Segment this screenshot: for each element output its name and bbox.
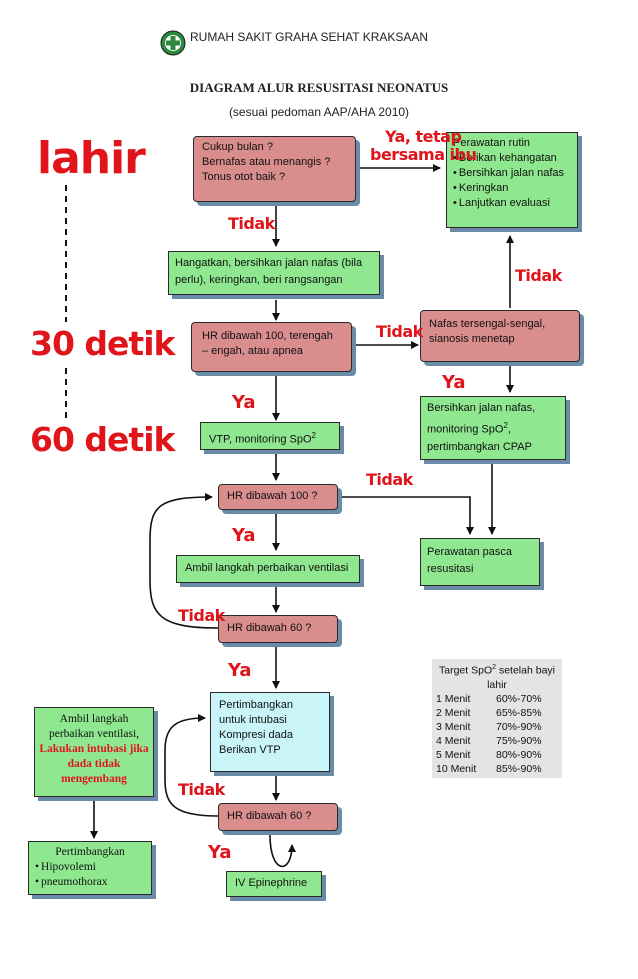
warm-dry-stimulate-text: Hangatkan, bersihkan jalan nafas (bila p…: [175, 257, 363, 286]
hr-below-60-text-1: HR dibawah 60 ?: [227, 622, 312, 634]
left-action-box: Ambil langkah perbaikan ventilasi, Lakuk…: [34, 707, 154, 797]
clear-airway-sup: 2: [503, 421, 508, 430]
intubation-line: Pertimbangkan: [219, 699, 293, 711]
label-no-6: Tidak: [178, 780, 225, 799]
label-yes-5: Ya: [208, 842, 232, 863]
routine-item: Bersihkan jalan nafas: [453, 166, 571, 181]
intubation-line: untuk intubasi: [219, 714, 287, 726]
hr-apnea-text: HR dibawah 100, terengah – engah, atau a…: [202, 330, 333, 357]
epinephrine-box: IV Epinephrine: [226, 871, 322, 897]
initial-assessment-box: Cukup bulan ? Bernafas atau menangis ? T…: [193, 136, 356, 202]
routine-item: Keringkan: [453, 181, 571, 196]
clear-airway-text: Bersihkan jalan nafas, monitoring SpO: [427, 402, 536, 436]
left-action-intubate-text: Lakukan intubasi jika dada tidak mengemb…: [39, 743, 149, 785]
intubation-line: Berikan VTP: [219, 744, 281, 756]
routine-item: Berikan kehangatan: [453, 151, 571, 166]
intubation-line: Kompresi dada: [219, 729, 293, 741]
routine-item: Lanjutkan evaluasi: [453, 196, 571, 211]
label-no-3: Tidak: [376, 322, 423, 341]
label-yes-1: Ya: [442, 372, 466, 393]
timeline-birth: lahir: [37, 133, 146, 184]
epinephrine-text: IV Epinephrine: [235, 877, 308, 889]
labored-breathing-text: Nafas tersengal-sengal, sianosis menetap: [429, 318, 546, 345]
hr-below-100-text: HR dibawah 100 ?: [227, 490, 318, 502]
label-yes-2: Ya: [232, 392, 256, 413]
hr-below-60-text-2: HR dibawah 60 ?: [227, 810, 312, 822]
label-yes-stay-1: Ya, tetap: [384, 127, 462, 146]
left-action-text: Ambil langkah perbaikan ventilasi,: [48, 713, 140, 740]
consider-item: Hipovolemi: [35, 860, 145, 875]
routine-care-box: Perawatan rutin Berikan kehangatan Bersi…: [446, 132, 578, 228]
hr-below-60-box-1: HR dibawah 60 ?: [218, 615, 338, 643]
intubation-compression-box: Pertimbangkan untuk intubasi Kompresi da…: [210, 692, 330, 772]
ventilation-fix-box: Ambil langkah perbaikan ventilasi: [176, 555, 360, 583]
target-spo2-title: Target SpO2 setelah bayi lahir: [439, 664, 555, 691]
timeline-30s: 30 detik: [30, 324, 175, 363]
initial-q-2: Bernafas atau menangis ?: [202, 156, 331, 168]
label-no-4: Tidak: [366, 470, 413, 489]
labored-breathing-box: Nafas tersengal-sengal, sianosis menetap: [420, 310, 580, 362]
page-title: DIAGRAM ALUR RESUSITASI NEONATUS: [189, 80, 449, 95]
hospital-logo: [160, 30, 186, 56]
post-resuscitation-box: Perawatan pasca resusitasi: [420, 538, 540, 586]
label-no-5: Tidak: [178, 606, 225, 625]
consider-item: pneumothorax: [35, 875, 145, 890]
label-yes-stay: Ya, tetap bersama ibu: [370, 127, 477, 164]
initial-q-3: Tonus otot baik ?: [202, 171, 286, 183]
initial-q-1: Cukup bulan ?: [202, 141, 273, 153]
label-yes-stay-2: bersama ibu: [370, 145, 477, 164]
consider-box: Pertimbangkan Hipovolemi pneumothorax: [28, 841, 152, 895]
post-resuscitation-text: Perawatan pasca resusitasi: [427, 546, 512, 575]
ppv-spo2-box: VTP, monitoring SpO2: [200, 422, 340, 450]
timeline-60s: 60 detik: [30, 420, 175, 459]
consider-title: Pertimbangkan: [55, 846, 125, 858]
ppv-text: VTP, monitoring SpO: [209, 433, 312, 446]
ppv-sup: 2: [311, 431, 316, 440]
label-yes-4: Ya: [228, 660, 252, 681]
clear-airway-suffix: , pertimbangkan CPAP: [427, 423, 532, 453]
label-yes-3: Ya: [232, 525, 256, 546]
page-subtitle: (sesuai pedoman AAP/AHA 2010): [228, 105, 410, 119]
hospital-name: RUMAH SAKIT GRAHA SEHAT KRAKSAAN: [190, 30, 429, 44]
hr-below-100-box: HR dibawah 100 ?: [218, 484, 338, 510]
clear-airway-cpap-box: Bersihkan jalan nafas, monitoring SpO2, …: [420, 396, 566, 460]
hr-apnea-box: HR dibawah 100, terengah – engah, atau a…: [191, 322, 352, 372]
hr-below-60-box-2: HR dibawah 60 ?: [218, 803, 338, 831]
warm-dry-stimulate-box: Hangatkan, bersihkan jalan nafas (bila p…: [168, 251, 380, 295]
routine-care-title: Perawatan rutin: [453, 137, 531, 149]
ventilation-fix-text: Ambil langkah perbaikan ventilasi: [185, 562, 349, 574]
label-no-1: Tidak: [228, 214, 275, 233]
label-no-2: Tidak: [515, 266, 562, 285]
